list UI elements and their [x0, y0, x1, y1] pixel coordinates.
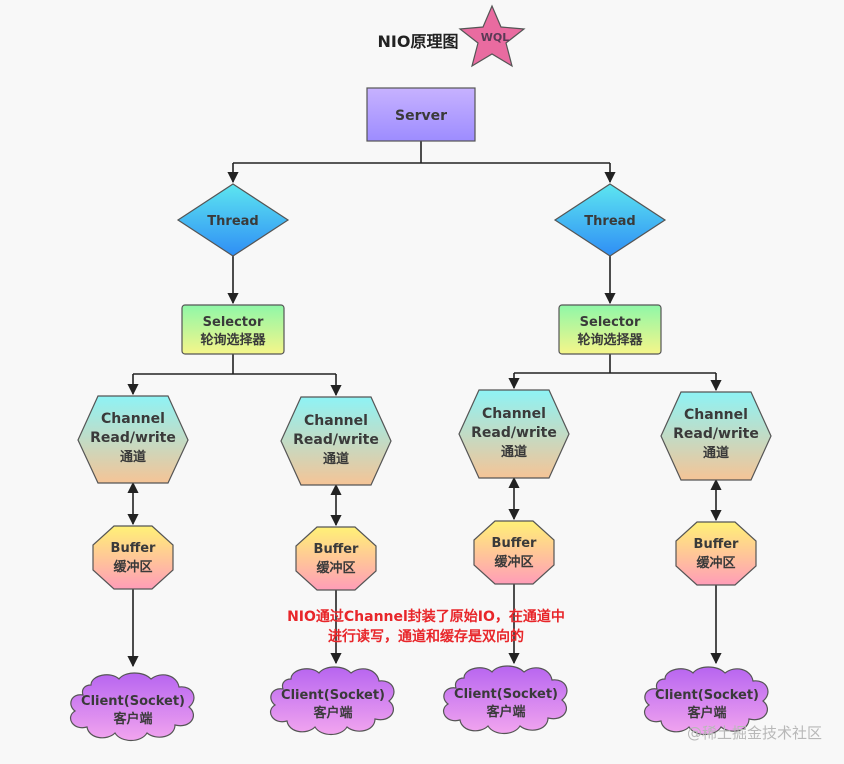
svg-text:通道: 通道 — [120, 449, 146, 465]
svg-text:Thread: Thread — [584, 214, 635, 229]
buffer-node-4: Buffer 缓冲区 — [675, 521, 757, 586]
svg-text:Channel: Channel — [304, 413, 368, 429]
thread-node-left: Thread — [176, 183, 290, 257]
svg-text:Read/write: Read/write — [471, 425, 557, 441]
client-node-2: Client(Socket) 客户端 — [269, 666, 395, 736]
selector-node-left: Selector 轮询选择器 — [181, 304, 285, 355]
diagram-title: NIO原理图 — [378, 32, 459, 51]
svg-text:Client(Socket): Client(Socket) — [81, 694, 185, 709]
svg-text:Channel: Channel — [482, 406, 546, 422]
svg-text:客户端: 客户端 — [486, 704, 525, 720]
svg-text:客户端: 客户端 — [313, 705, 352, 721]
svg-text:Read/write: Read/write — [673, 426, 759, 442]
server-node: Server — [366, 87, 476, 142]
svg-text:轮询选择器: 轮询选择器 — [200, 332, 266, 348]
star-label: WQL — [481, 31, 510, 44]
svg-text:Client(Socket): Client(Socket) — [454, 687, 558, 702]
svg-text:Server: Server — [395, 108, 447, 124]
channel-node-4: Channel Read/write 通道 — [660, 391, 772, 481]
svg-text:通道: 通道 — [501, 444, 527, 460]
thread-node-right: Thread — [553, 183, 667, 257]
svg-text:缓冲区: 缓冲区 — [494, 554, 533, 570]
svg-text:通道: 通道 — [323, 451, 349, 467]
svg-text:Buffer: Buffer — [694, 537, 740, 552]
channel-node-2: Channel Read/write 通道 — [280, 396, 392, 486]
svg-text:Buffer: Buffer — [111, 541, 157, 556]
client-node-3: Client(Socket) 客户端 — [442, 665, 568, 735]
svg-text:Client(Socket): Client(Socket) — [655, 688, 759, 703]
buffer-node-3: Buffer 缓冲区 — [473, 520, 555, 585]
note-line-1: NIO通过Channel封装了原始IO，在通道中 — [287, 608, 565, 625]
svg-text:Buffer: Buffer — [492, 536, 538, 551]
note-line-2: 进行读写，通道和缓存是双向的 — [328, 628, 524, 645]
svg-text:轮询选择器: 轮询选择器 — [577, 332, 643, 348]
svg-text:Selector: Selector — [203, 315, 264, 330]
selector-node-right: Selector 轮询选择器 — [558, 304, 662, 355]
watermark: @稀土掘金技术社区 — [687, 724, 822, 742]
svg-text:Read/write: Read/write — [90, 430, 176, 446]
svg-text:Client(Socket): Client(Socket) — [281, 688, 385, 703]
svg-text:客户端: 客户端 — [113, 711, 152, 727]
svg-text:Buffer: Buffer — [314, 542, 360, 557]
star-icon — [458, 4, 526, 68]
svg-text:缓冲区: 缓冲区 — [113, 559, 152, 575]
svg-text:通道: 通道 — [703, 445, 729, 461]
svg-text:缓冲区: 缓冲区 — [696, 555, 735, 571]
svg-text:Channel: Channel — [101, 411, 165, 427]
buffer-node-2: Buffer 缓冲区 — [295, 526, 377, 591]
buffer-node-1: Buffer 缓冲区 — [92, 525, 174, 590]
svg-text:缓冲区: 缓冲区 — [316, 560, 355, 576]
client-node-4: Client(Socket) 客户端 — [643, 666, 769, 736]
svg-text:Thread: Thread — [207, 214, 258, 229]
svg-text:Channel: Channel — [684, 407, 748, 423]
client-node-1: Client(Socket) 客户端 — [69, 672, 195, 742]
channel-node-3: Channel Read/write 通道 — [458, 389, 570, 479]
svg-text:Read/write: Read/write — [293, 432, 379, 448]
svg-text:Selector: Selector — [580, 315, 641, 330]
channel-node-1: Channel Read/write 通道 — [77, 395, 189, 484]
svg-text:客户端: 客户端 — [687, 705, 726, 721]
